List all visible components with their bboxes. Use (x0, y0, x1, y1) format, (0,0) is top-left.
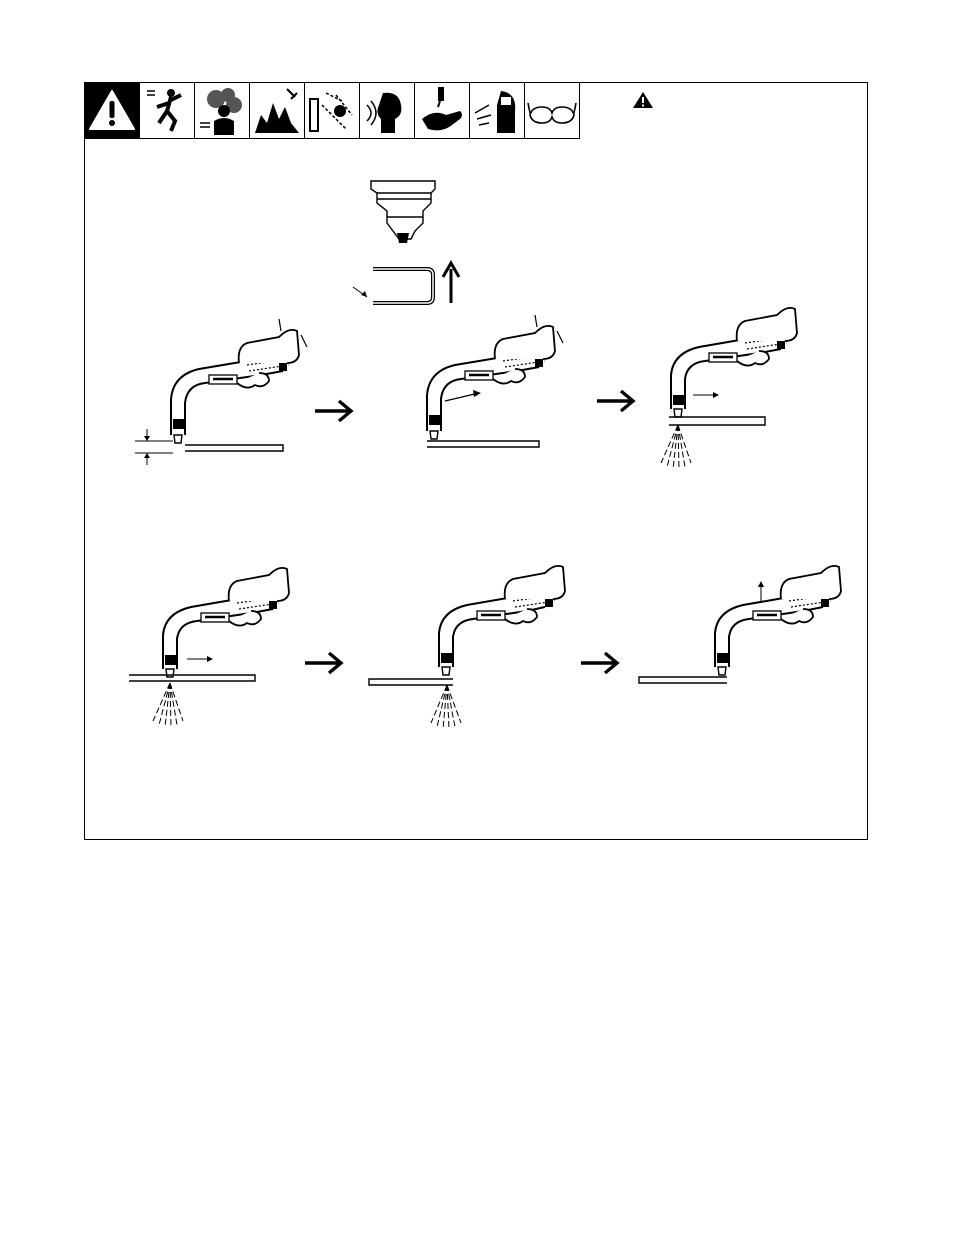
sequence-arrow-1 (313, 399, 355, 428)
step-standoff-figure (129, 319, 319, 474)
flying-metal-icon (305, 83, 360, 139)
safety-glasses-icon (525, 83, 580, 139)
sequence-arrow-4 (579, 651, 621, 680)
step-lift-away-figure (637, 573, 867, 708)
electric-shock-icon (140, 83, 195, 139)
safety-icon-strip (85, 83, 580, 139)
arc-rays-face-shield-icon (470, 83, 525, 139)
general-warning-icon (85, 83, 140, 139)
instruction-panel (84, 82, 868, 840)
fumes-gases-icon (195, 83, 250, 139)
torch-tip-consumables (351, 177, 491, 322)
step-pierce-figure (657, 313, 847, 498)
sequence-arrow-2 (595, 389, 637, 418)
warning-triangle-icon (632, 91, 654, 114)
step-cut-travel-figure (125, 571, 325, 756)
hot-parts-icon (415, 83, 470, 139)
sequence-arrow-3 (303, 651, 345, 680)
step-cut-edge-figure (367, 567, 567, 752)
noise-hearing-icon (360, 83, 415, 139)
step-pull-trigger-figure (415, 313, 605, 458)
fire-explosion-icon (250, 83, 305, 139)
